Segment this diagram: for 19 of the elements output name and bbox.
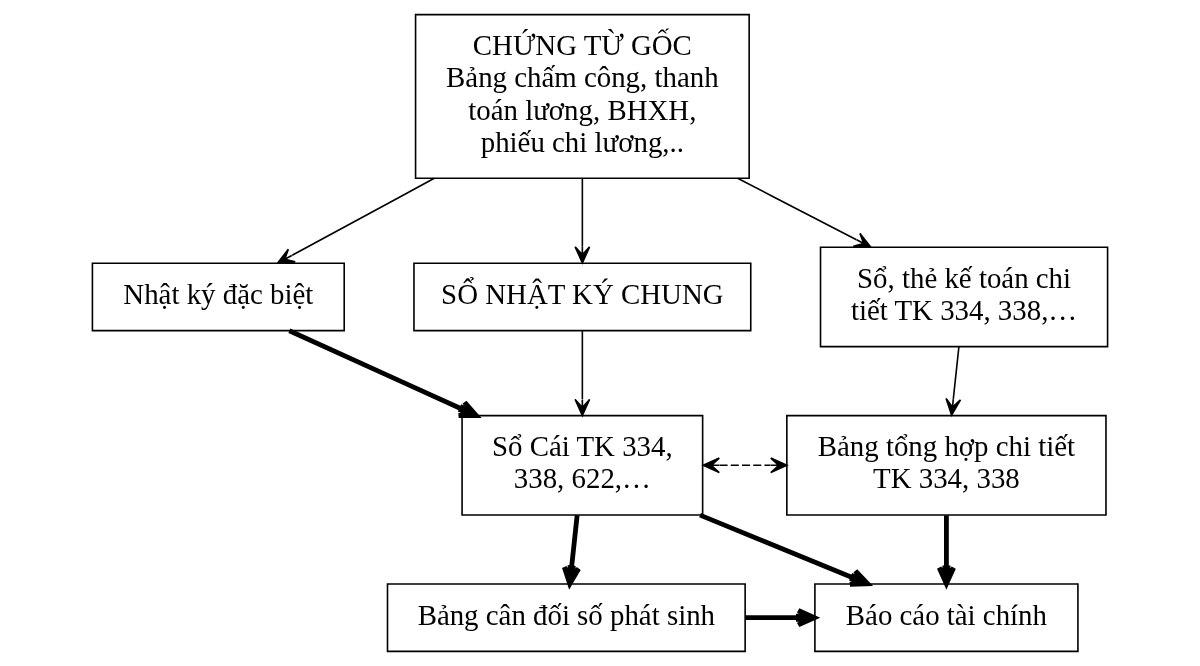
arrow: [288, 328, 479, 418]
node-box: Nhật ký đặc biệt: [91, 262, 345, 332]
arrow: [699, 512, 870, 587]
arrow: [561, 515, 582, 587]
arrow: [574, 330, 591, 417]
node-box: Bảng tổng hợp chi tiết TK 334, 338: [786, 414, 1107, 516]
node-box: Sổ, thẻ kế toán chi tiết TK 334, 338,…: [819, 246, 1109, 348]
arrow: [276, 177, 436, 264]
arrow: [745, 608, 817, 628]
node-box: Báo cáo tài chính: [814, 583, 1079, 653]
node-box: SỔ NHẬT KÝ CHUNG: [413, 262, 752, 332]
arrow: [702, 457, 788, 474]
node-box: Bảng cân đối số phát sinh: [386, 583, 746, 653]
arrow: [945, 345, 962, 416]
node-box: Sổ Cái TK 334, 338, 622,…: [461, 414, 704, 516]
arrow: [736, 177, 872, 248]
node-box: CHỨNG TỪ GỐC Bảng chấm công, thanh toán lương, BHXH, phiếu chi lương,..: [414, 13, 750, 180]
arrow: [936, 515, 957, 587]
arrow: [574, 177, 591, 264]
